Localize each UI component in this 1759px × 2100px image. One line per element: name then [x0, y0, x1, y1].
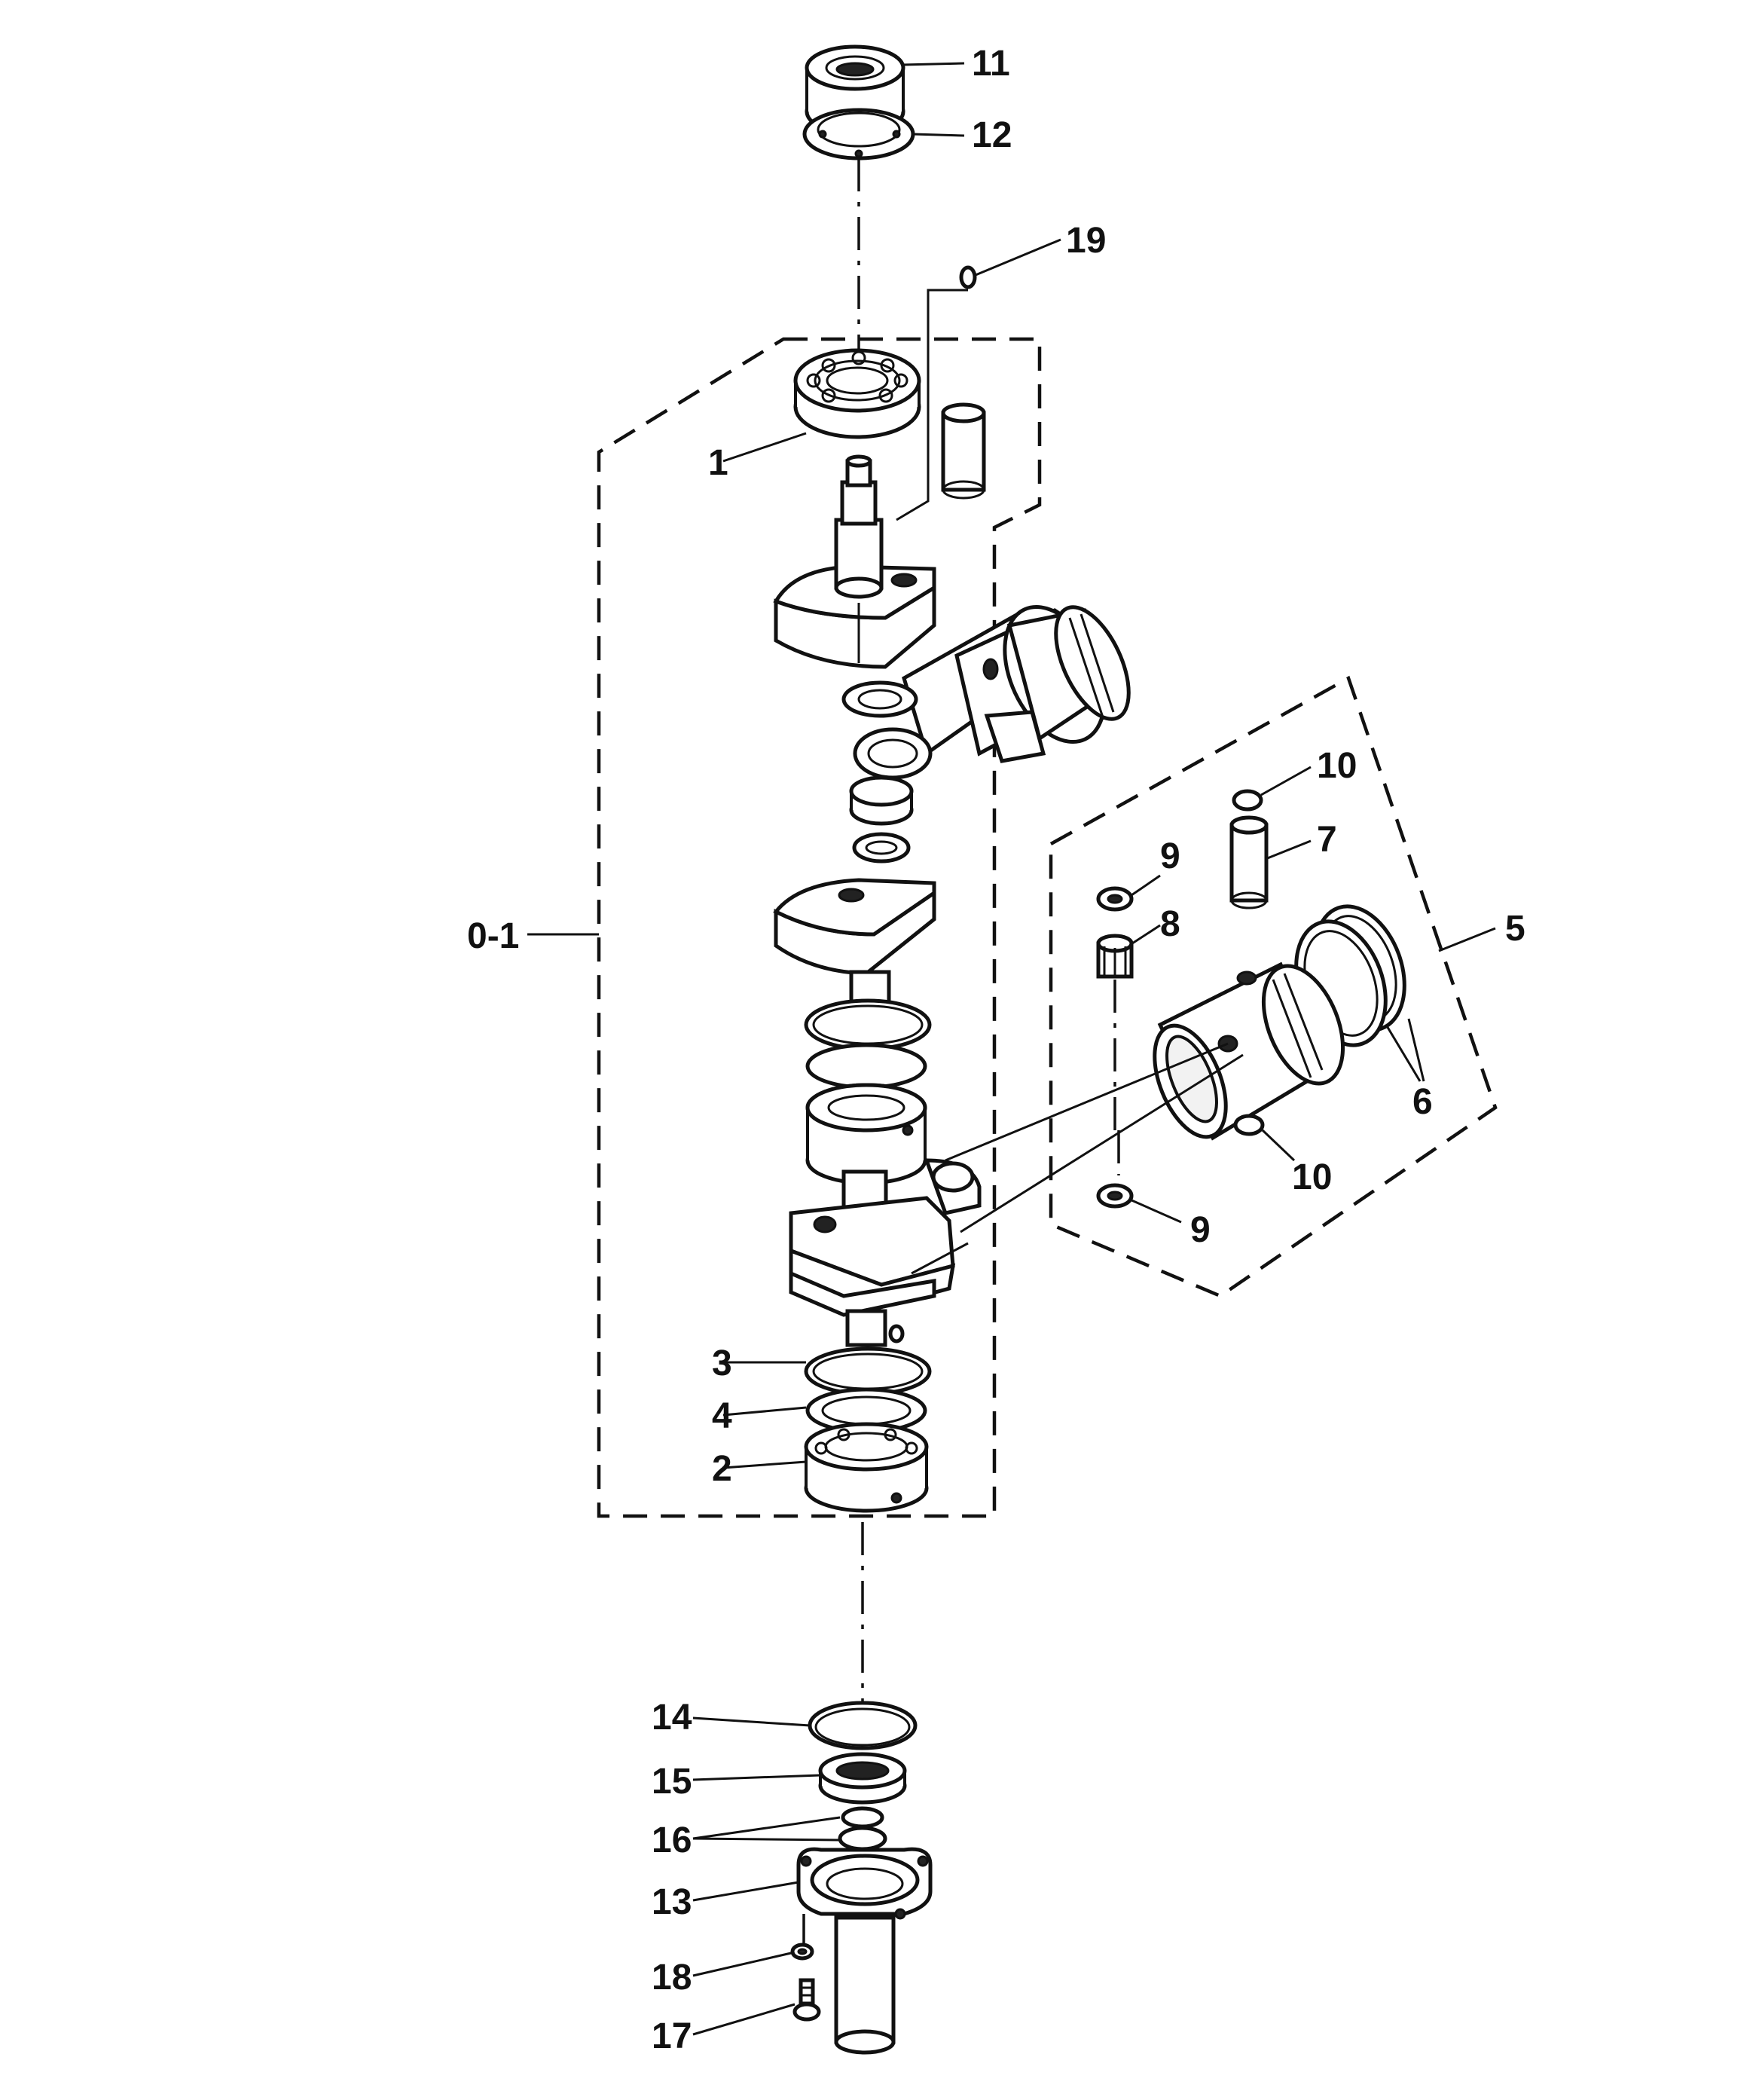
- label-5: 5: [1505, 909, 1525, 949]
- label-15: 15: [652, 1762, 692, 1802]
- center-ball-bearing: [805, 1043, 927, 1185]
- part-9-upper-thrust-washer: [1096, 886, 1134, 912]
- label-11: 11: [972, 44, 1010, 84]
- part-14-o-ring: [808, 1701, 918, 1750]
- label-13: 13: [652, 1882, 692, 1922]
- label-10-lower: 10: [1292, 1157, 1332, 1197]
- label-12: 12: [972, 115, 1012, 155]
- leader-19-key-path: [896, 289, 968, 521]
- part-9-lower-thrust-washer: [1096, 1183, 1134, 1209]
- label-16: 16: [652, 1820, 692, 1860]
- part-7-piston-pin: [1229, 815, 1269, 909]
- upper-piston-and-rod: [902, 604, 1131, 763]
- label-2: 2: [712, 1449, 732, 1489]
- label-9-lower: 9: [1190, 1210, 1211, 1250]
- part-10-lower-piston-pin-lock: [1233, 1114, 1265, 1136]
- part-13-end-cap: [796, 1847, 933, 2055]
- upper-crankshaft-web: [773, 454, 936, 669]
- middle-crankshaft-web: [773, 878, 936, 1012]
- label-3: 3: [712, 1343, 732, 1383]
- label-7: 7: [1317, 820, 1337, 860]
- leader-lines: [527, 62, 1496, 2036]
- label-19: 19: [1066, 221, 1106, 261]
- label-17: 17: [652, 2016, 692, 2056]
- label-6: 6: [1412, 1082, 1433, 1122]
- part-19-woodruff-key: [959, 265, 977, 289]
- crank-pin: [941, 402, 986, 500]
- part-16-o-rings: [838, 1806, 887, 1851]
- part-2-lower-ball-bearing: [804, 1422, 929, 1513]
- part-12-upper-bearing-housing: [802, 108, 915, 160]
- lower-crankshaft-throw: [789, 1158, 982, 1347]
- label-14: 14: [652, 1698, 692, 1738]
- part-18-lock-washer: [790, 1943, 814, 1961]
- piston-assembly-group-boundary: [1049, 675, 1498, 1298]
- upper-rod-needle-bearing-halves: [841, 680, 933, 864]
- label-18: 18: [652, 1958, 692, 1998]
- label-1: 1: [708, 443, 728, 483]
- part-10-upper-piston-pin-lock: [1232, 789, 1263, 812]
- label-9-upper: 9: [1160, 836, 1180, 876]
- label-8: 8: [1160, 904, 1180, 944]
- part-11-oil-seal: [805, 44, 905, 136]
- part-3-retaining-ring: [804, 1347, 932, 1396]
- label-4: 4: [712, 1396, 732, 1436]
- center-retaining-ring: [804, 998, 932, 1051]
- label-10-upper: 10: [1317, 746, 1357, 786]
- callout-labels: 11 12 19 1 0-1 10 7 9 8 5 6 10 9 3 4 2 1…: [467, 44, 1525, 2056]
- piston: [1153, 961, 1345, 1141]
- label-0-1: 0-1: [467, 916, 519, 956]
- part-1-top-ball-bearing: [793, 348, 921, 439]
- part-17-screw: [792, 1978, 821, 2022]
- part-8-needle-bearing: [1096, 934, 1134, 979]
- piston-alignment-lines: [911, 1042, 1244, 1275]
- crankshaft-assembly-group-boundary: [597, 337, 1042, 1518]
- part-15-lower-seal: [818, 1752, 907, 1805]
